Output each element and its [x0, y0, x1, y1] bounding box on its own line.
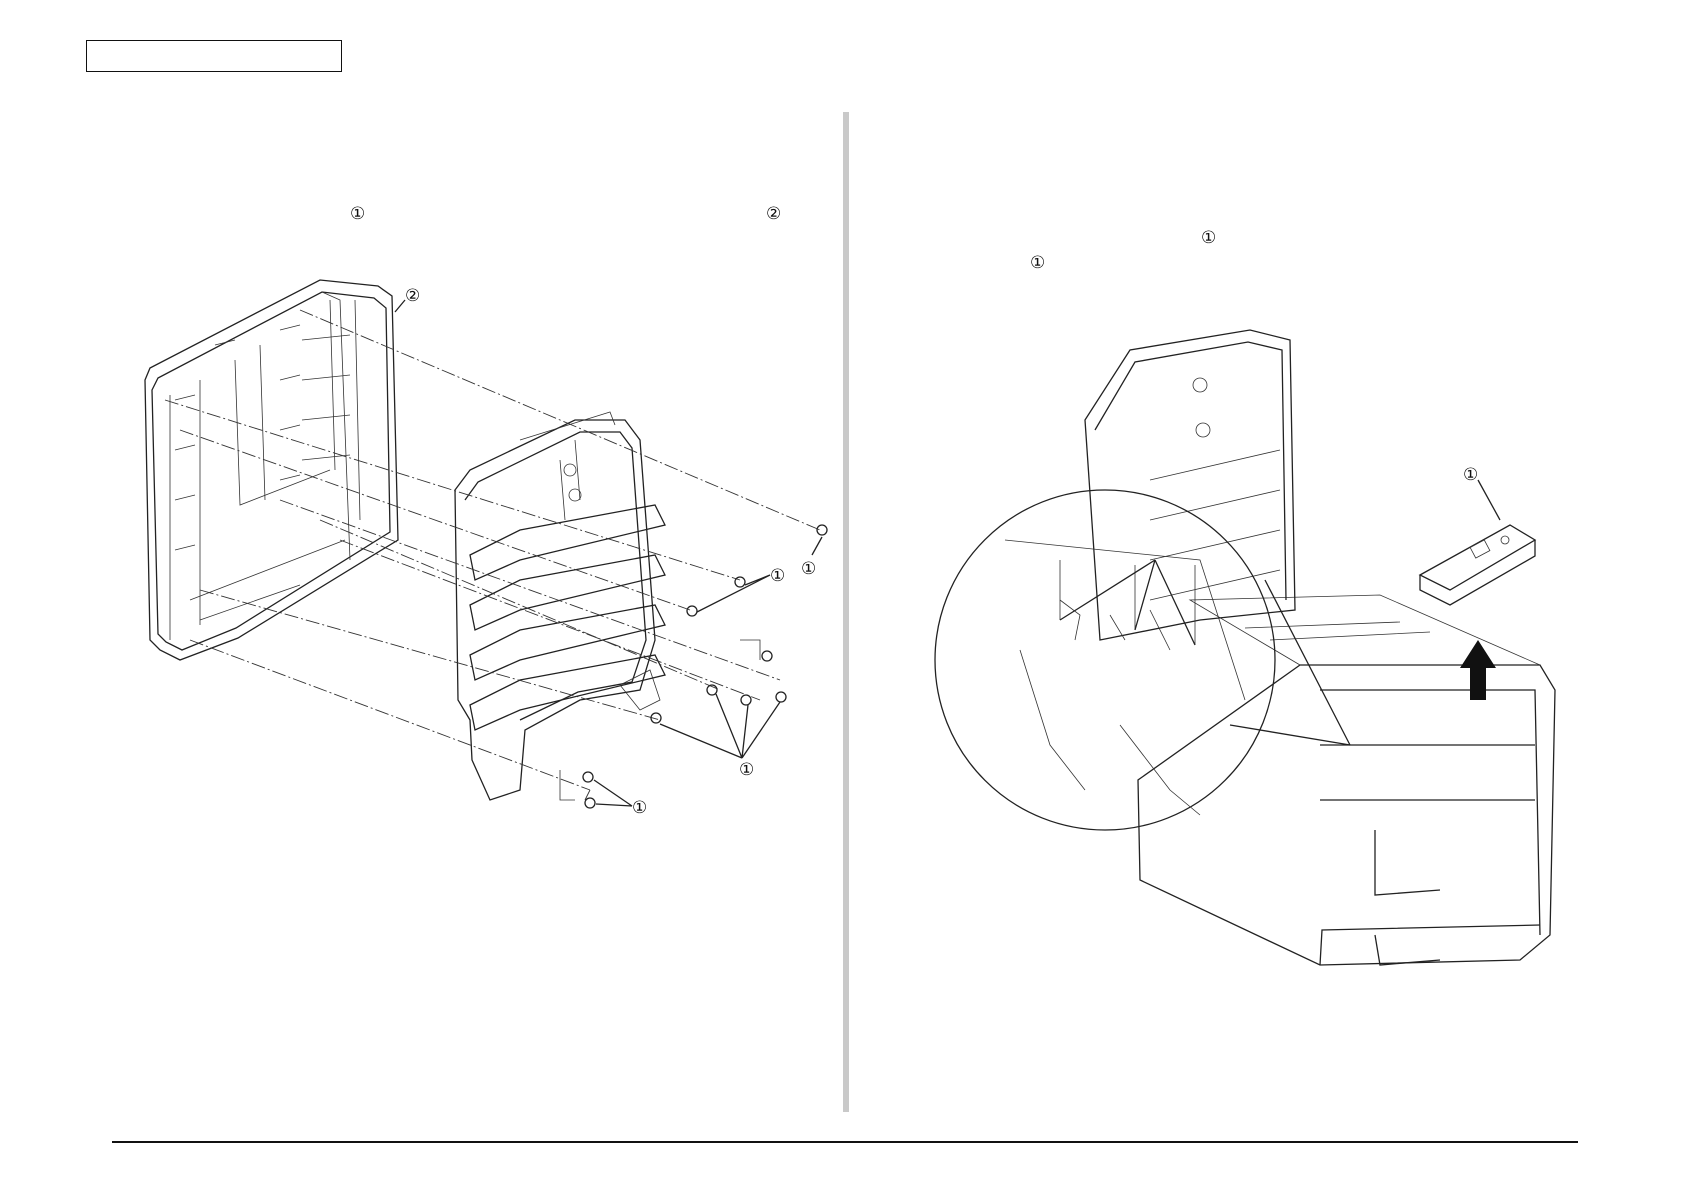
- printer-top-cover-open: [1085, 330, 1295, 640]
- printer-body: [1138, 595, 1555, 965]
- magnified-detail-circle: [935, 490, 1350, 830]
- callout-leader: [1478, 480, 1500, 520]
- lift-arrow: [1460, 640, 1496, 700]
- operator-panel: [1420, 525, 1535, 605]
